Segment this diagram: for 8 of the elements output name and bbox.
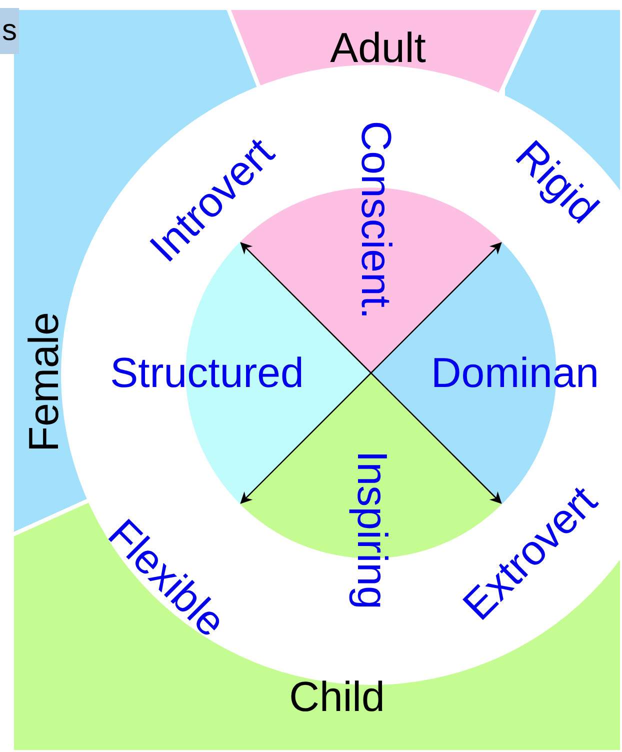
- sector-label: Female: [23, 312, 65, 452]
- tab-label: s: [0, 8, 19, 54]
- sector-label: Adult: [330, 27, 426, 69]
- quadrant-label: Inspiring: [351, 450, 393, 610]
- sector-label: Child: [289, 676, 385, 718]
- quadrant-label: Structured: [110, 352, 304, 394]
- quadrant-label: Conscient.: [355, 120, 397, 320]
- quadrant-label: Dominan: [430, 352, 600, 394]
